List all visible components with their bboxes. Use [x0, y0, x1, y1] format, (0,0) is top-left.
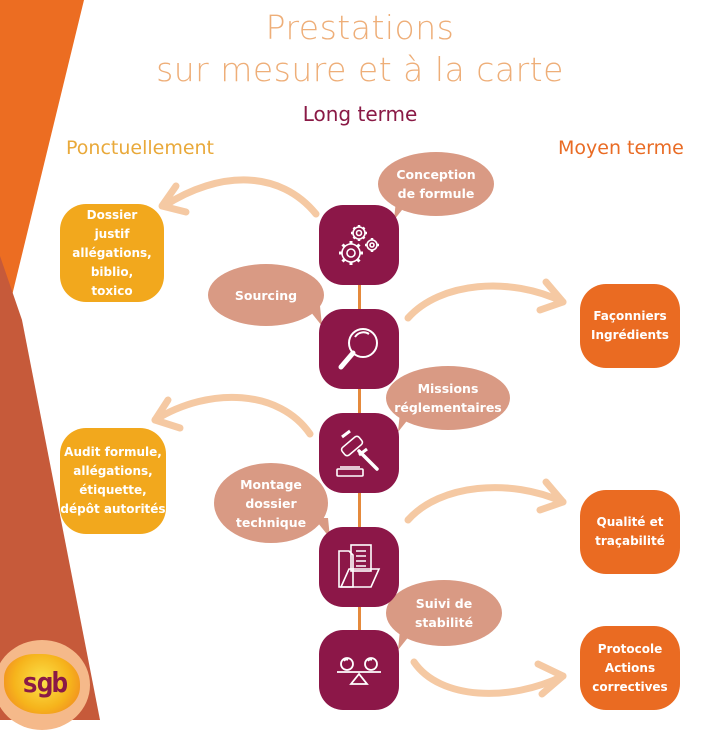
connector-line: [358, 605, 361, 631]
bubble-sourcing: Sourcing: [208, 264, 324, 326]
bubble-tail: [306, 306, 322, 326]
step-tile-suivi: [319, 630, 399, 710]
arrow-right-3-head: [534, 660, 567, 698]
bubble-montage-dossier-technique: Montage dossier technique: [214, 463, 328, 543]
logo-sun: [4, 654, 80, 714]
rust-band: [0, 256, 100, 720]
connector-line: [358, 285, 361, 311]
bubble-tail: [398, 412, 414, 432]
folder-documents-icon: [338, 544, 381, 588]
orange-band: [0, 0, 84, 312]
arrow-left-2-head: [151, 396, 184, 432]
arrow-right-3: [410, 658, 567, 697]
right-box-qualite: Qualité et traçabilité: [580, 490, 680, 574]
right-box-protocole: Protocole Actions correctives: [580, 626, 680, 710]
arrow-right-1-head: [536, 278, 567, 314]
title-line-1: Prestations: [265, 8, 455, 47]
column-label-long-terme: Long terme: [302, 102, 418, 126]
left-box-dossier-justif: Dossier justif allégations, biblio, toxi…: [60, 204, 164, 302]
arrow-left-2: [151, 393, 314, 438]
arrow-right-2-head: [536, 478, 567, 514]
logo-text: sgb: [21, 666, 69, 699]
left-box-audit-formule: Audit formule, allégations, étiquette, d…: [60, 428, 166, 534]
magnifier-icon: [338, 328, 378, 370]
step-tile-missions: [319, 413, 399, 493]
arrow-left-1: [160, 176, 320, 218]
connector-line: [358, 387, 361, 413]
title-line-2: sur mesure et à la carte: [156, 50, 564, 89]
bubble-tail: [398, 630, 414, 650]
gavel-icon: [336, 429, 379, 477]
column-label-moyen-terme: Moyen terme: [558, 137, 684, 159]
arrow-left-1-head: [158, 182, 190, 216]
step-tile-conception: [319, 205, 399, 285]
logo-badge: sgb: [0, 640, 90, 730]
bubble-tail: [394, 200, 410, 220]
gears-icon: [339, 225, 379, 265]
step-tile-montage: [319, 527, 399, 607]
arrows: [151, 176, 567, 698]
balance-icon: [337, 657, 381, 685]
connector-line: [358, 493, 361, 529]
column-label-ponctuellement: Ponctuellement: [66, 137, 215, 159]
arrow-right-1: [404, 282, 567, 322]
arrow-right-2: [404, 484, 567, 524]
step-tile-sourcing: [319, 309, 399, 389]
right-box-faconniers: Façonniers Ingrédients: [580, 284, 680, 368]
